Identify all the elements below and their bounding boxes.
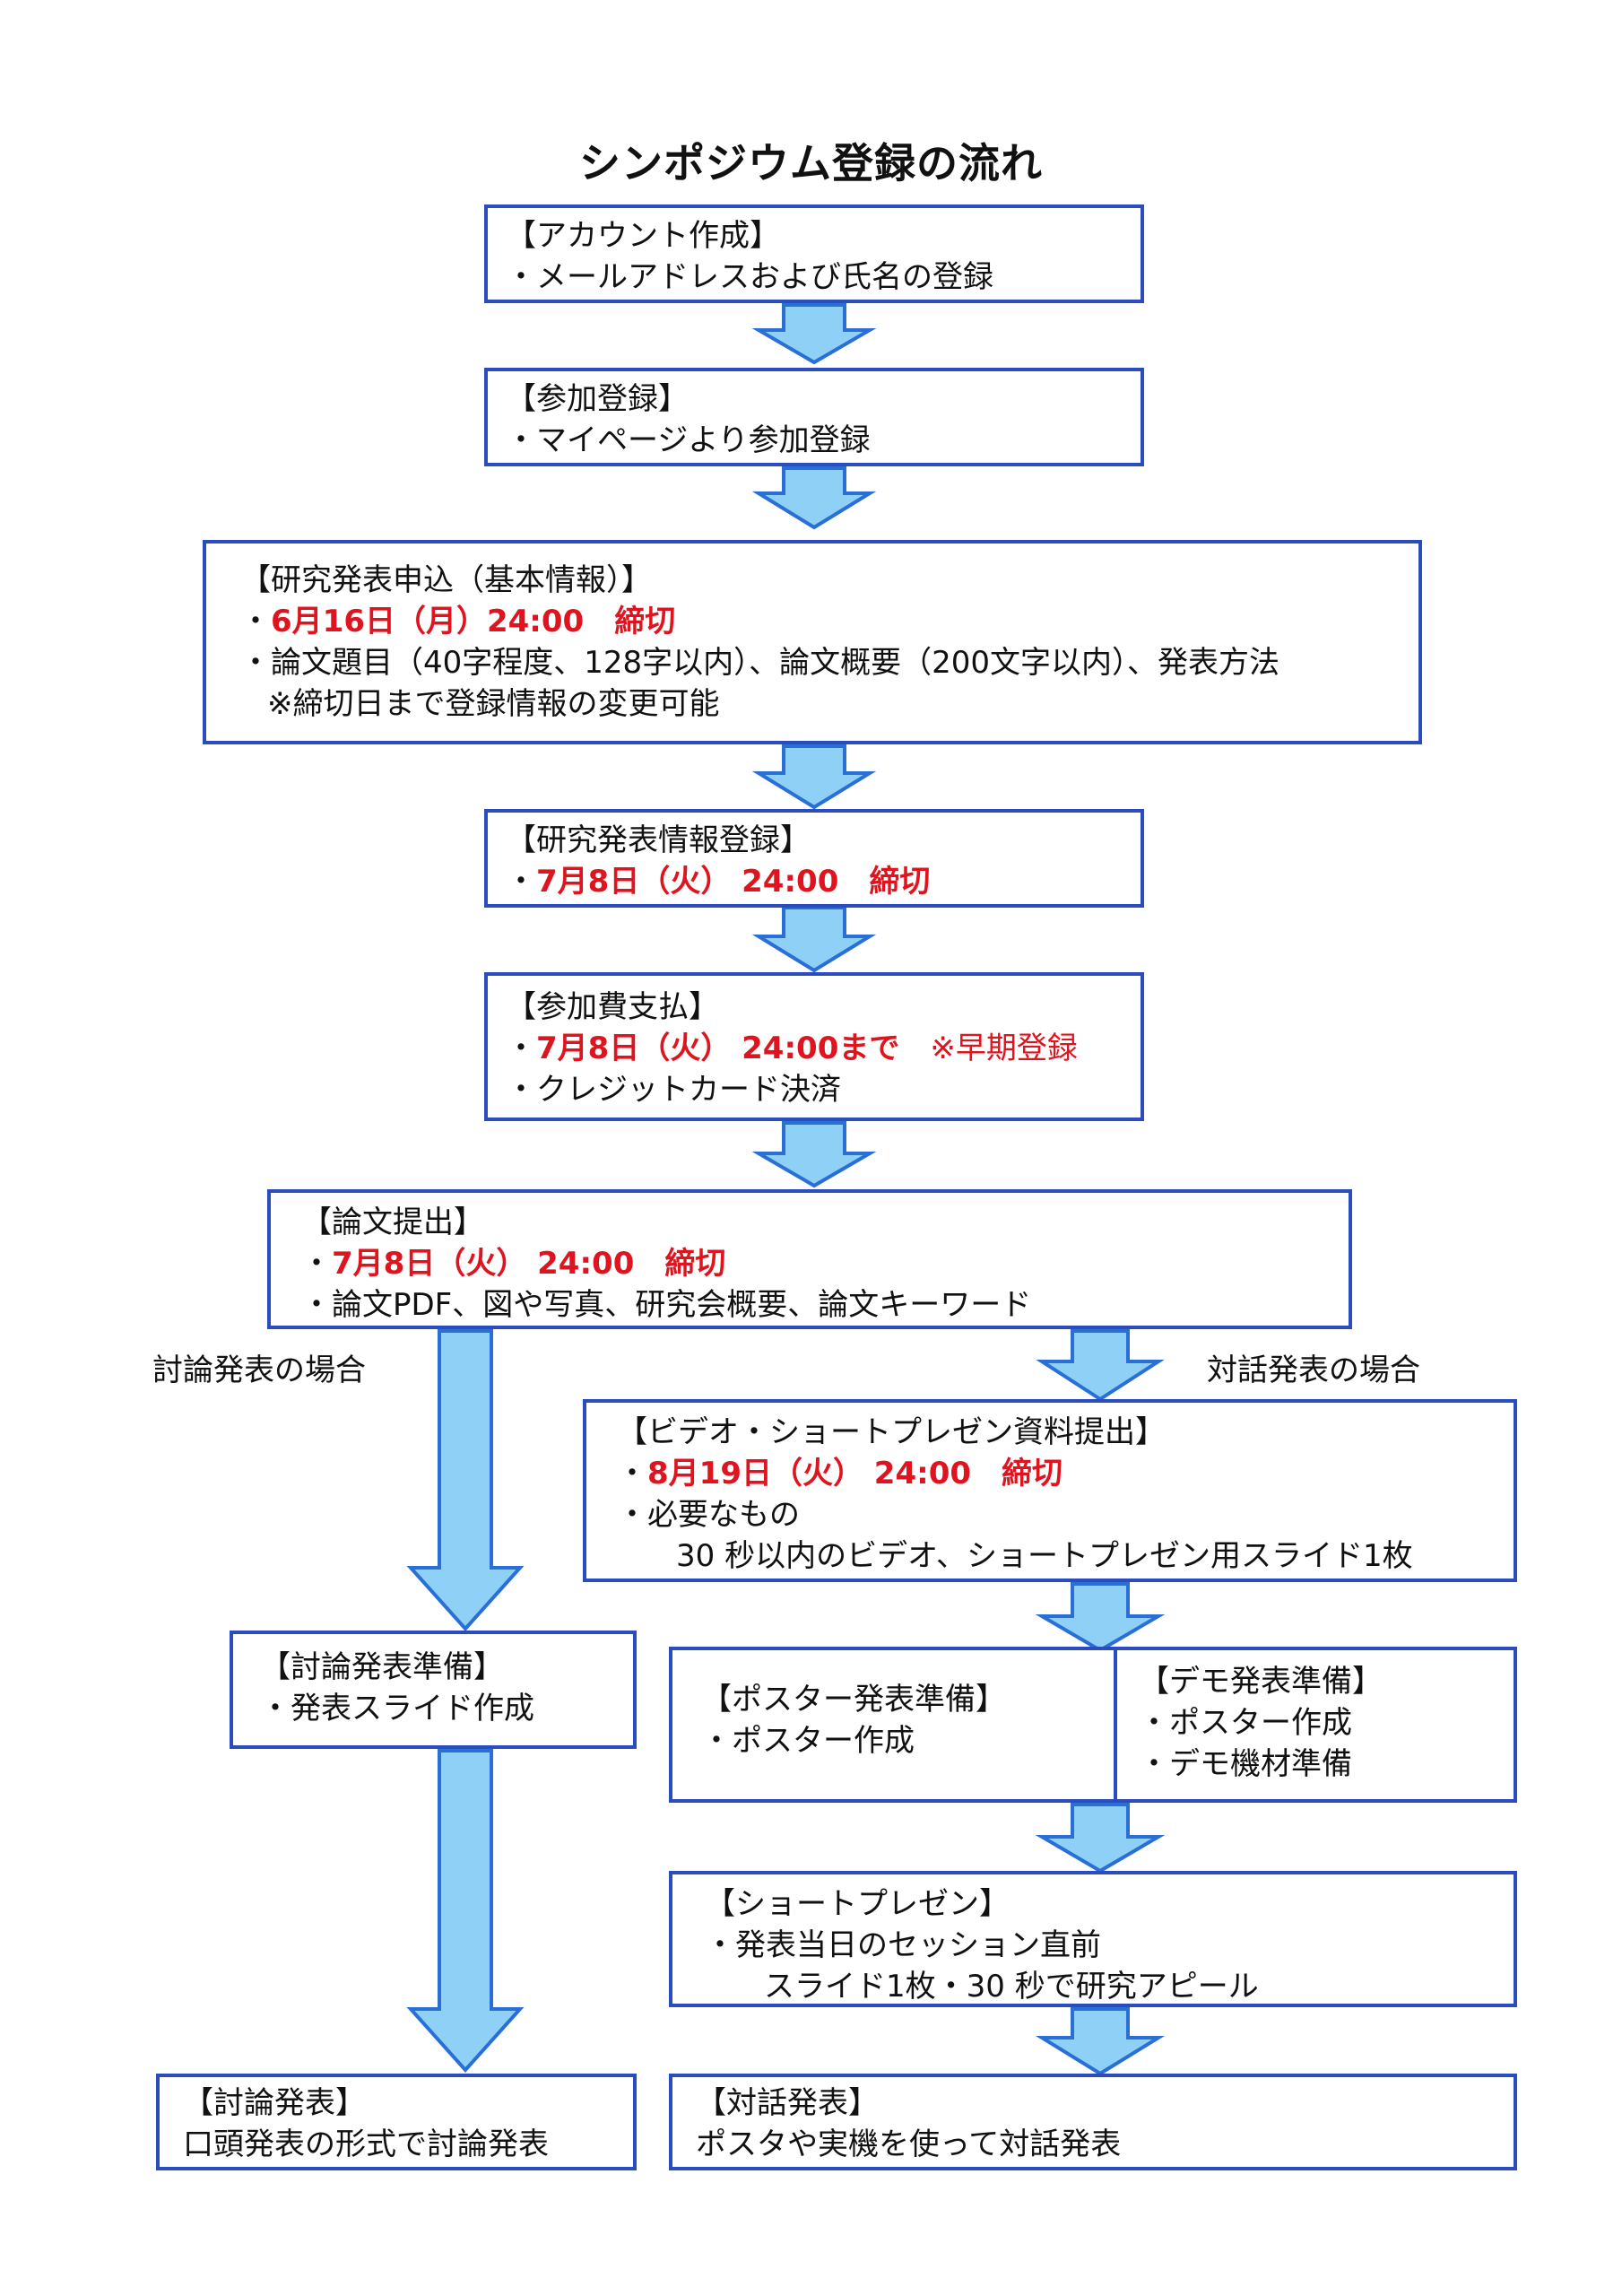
step-detail: 30 秒以内のビデオ、ショートプレゼン用スライド1枚 — [676, 1538, 1413, 1574]
step-heading: 【ビデオ・ショートプレゼン資料提出】 — [617, 1414, 1166, 1450]
step-detail: ・必要なもの — [617, 1497, 800, 1533]
step-detail: ・発表当日のセッション直前 — [705, 1927, 1101, 1963]
step-poster-demo-prep: 【ポスター発表準備】 ・ポスター作成 【デモ発表準備】 ・ポスター作成 ・デモ機… — [669, 1647, 1517, 1803]
step-video: 【ビデオ・ショートプレゼン資料提出】 ・8月19日（火） 24:00 締切 ・必… — [583, 1399, 1517, 1582]
step-deadline: ・8月19日（火） 24:00 締切 — [617, 1456, 1063, 1492]
step-detail: ・デモ機材準備 — [1139, 1746, 1352, 1782]
branch-label-dialogue: 対話発表の場合 — [1207, 1352, 1420, 1388]
step-detail: ・メールアドレスおよび氏名の登録 — [506, 259, 993, 295]
step-heading: 【参加登録】 — [506, 381, 689, 417]
step-info: 【研究発表情報登録】 ・7月8日（火） 24:00 締切 — [484, 809, 1144, 908]
poster-prep-panel: 【ポスター発表準備】 ・ポスター作成 — [701, 1679, 1006, 1761]
step-detail: ・ポスター作成 — [701, 1723, 915, 1759]
step-deadline: ・7月8日（火） 24:00まで ※早期登録 — [506, 1031, 1078, 1066]
step-fee: 【参加費支払】 ・7月8日（火） 24:00まで ※早期登録 ・クレジットカード… — [484, 972, 1144, 1121]
step-heading: 【ショートプレゼン】 — [705, 1886, 1010, 1922]
arrow-down-icon — [751, 1121, 877, 1188]
step-deadline: ・6月16日（月）24:00 締切 — [240, 604, 676, 639]
deadline-text: 8月19日（火） 24:00 締切 — [647, 1456, 1063, 1492]
step-deadline: ・7月8日（火） 24:00 締切 — [506, 864, 931, 900]
arrow-down-icon — [1035, 1803, 1166, 1874]
arrow-down-icon — [406, 1749, 525, 2073]
deadline-text: 7月8日（火） 24:00 締切 — [332, 1246, 726, 1282]
step-account: 【アカウント作成】 ・メールアドレスおよび氏名の登録 — [484, 204, 1144, 303]
arrow-down-icon — [1035, 2007, 1166, 2076]
step-detail: ポスタや実機を使って対話発表 — [696, 2126, 1122, 2162]
arrow-down-icon — [406, 1329, 525, 1631]
step-registration: 【参加登録】 ・マイページより参加登録 — [484, 368, 1144, 466]
step-heading: 【ポスター発表準備】 — [701, 1682, 1006, 1718]
arrow-down-icon — [1036, 1329, 1165, 1402]
step-heading: 【対話発表】 — [696, 2085, 879, 2121]
step-heading: 【アカウント作成】 — [506, 218, 780, 254]
step-deadline: ・7月8日（火） 24:00 締切 — [301, 1246, 726, 1282]
arrow-down-icon — [751, 466, 877, 530]
step-detail: ・論文PDF、図や写真、研究会概要、論文キーワード — [301, 1287, 1032, 1323]
deadline-text: 6月16日（月）24:00 締切 — [271, 604, 676, 639]
step-detail: ・論文題目（40字程度、128字以内）、論文概要（200文字以内）、発表方法 — [240, 645, 1280, 681]
step-short-presentation: 【ショートプレゼン】 ・発表当日のセッション直前 スライド1枚・30 秒で研究ア… — [669, 1871, 1517, 2007]
step-detail: スライド1枚・30 秒で研究アピール — [764, 1969, 1259, 2005]
step-heading: 【デモ発表準備】 — [1139, 1664, 1383, 1700]
branch-label-discussion: 討論発表の場合 — [152, 1352, 366, 1388]
step-heading: 【研究発表情報登録】 — [506, 822, 811, 858]
step-paper: 【論文提出】 ・7月8日（火） 24:00 締切 ・論文PDF、図や写真、研究会… — [267, 1189, 1352, 1329]
step-heading: 【研究発表申込（基本情報）】 — [240, 562, 652, 598]
step-detail: 口頭発表の形式で討論発表 — [183, 2126, 549, 2162]
step-note: ※締切日まで登録情報の変更可能 — [267, 686, 720, 722]
step-discussion-prep: 【討論発表準備】 ・発表スライド作成 — [230, 1631, 637, 1749]
demo-prep-panel: 【デモ発表準備】 ・ポスター作成 ・デモ機材準備 — [1139, 1661, 1383, 1785]
arrow-down-icon — [1035, 1582, 1166, 1653]
arrow-down-icon — [751, 744, 877, 810]
step-detail: ・ポスター作成 — [1139, 1705, 1352, 1741]
panel-divider — [1114, 1650, 1117, 1803]
arrow-down-icon — [751, 303, 877, 365]
step-application: 【研究発表申込（基本情報）】 ・6月16日（月）24:00 締切 ・論文題目（4… — [203, 540, 1422, 744]
deadline-text: 7月8日（火） 24:00まで — [536, 1031, 931, 1066]
step-heading: 【論文提出】 — [301, 1205, 484, 1240]
step-detail: ・クレジットカード決済 — [506, 1072, 841, 1108]
deadline-text: 7月8日（火） 24:00 締切 — [536, 864, 931, 900]
step-heading: 【討論発表】 — [183, 2085, 366, 2121]
page-title: シンポジウム登録の流れ — [579, 139, 1043, 187]
arrow-down-icon — [751, 906, 877, 973]
step-detail: ・発表スライド作成 — [260, 1691, 534, 1726]
step-heading: 【討論発表準備】 — [260, 1649, 504, 1685]
step-detail: ・マイページより参加登録 — [506, 422, 871, 458]
step-dialogue: 【対話発表】 ポスタや実機を使って対話発表 — [669, 2074, 1517, 2170]
step-heading: 【参加費支払】 — [506, 989, 719, 1025]
step-discussion: 【討論発表】 口頭発表の形式で討論発表 — [156, 2074, 637, 2170]
early-registration-note: ※早期登録 — [930, 1031, 1078, 1066]
